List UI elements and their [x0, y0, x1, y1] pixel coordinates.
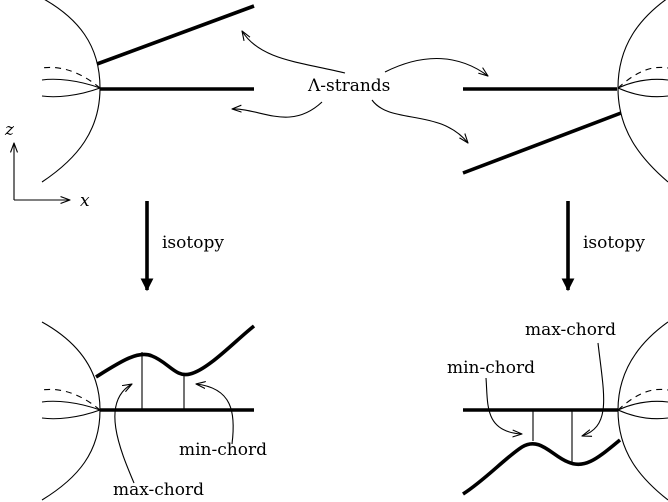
min-chord-label-right: min-chord	[447, 358, 535, 378]
pointer-to-tl-lower	[232, 101, 323, 118]
axes	[14, 143, 70, 200]
min-chord-label-left: min-chord	[179, 440, 267, 460]
bottom-left-sphere	[41, 321, 101, 501]
z-axis-label: z	[5, 120, 14, 140]
bottom-left-max-chord-pointer	[114, 384, 135, 484]
bottom-right-max-chord-pointer	[582, 342, 605, 436]
pointer-to-tr-upper	[384, 57, 488, 76]
isotopy-label-left: isotopy	[162, 233, 224, 253]
top-right-sphere	[617, 0, 668, 183]
bottom-left-strand-wavy	[95, 324, 256, 379]
top-left-strand-upper	[96, 4, 255, 66]
bottom-left-min-chord-pointer	[196, 384, 234, 445]
top-right-strand-lower	[462, 111, 622, 175]
lambda-strands-label: Λ-strands	[308, 76, 391, 96]
max-chord-label-right: max-chord	[525, 320, 617, 340]
isotopy-label-right: isotopy	[583, 233, 645, 253]
max-chord-label-left: max-chord	[113, 480, 205, 500]
pointer-to-tl-upper	[242, 31, 346, 74]
bottom-right-strand-wavy	[462, 438, 622, 496]
bottom-right-min-chord-pointer	[485, 377, 522, 434]
bottom-right-sphere	[617, 321, 668, 501]
x-axis-label: x	[80, 191, 90, 211]
pointer-to-tr-lower	[371, 99, 468, 143]
lambda-strands-pointers	[232, 31, 488, 143]
top-left-sphere	[41, 0, 101, 183]
